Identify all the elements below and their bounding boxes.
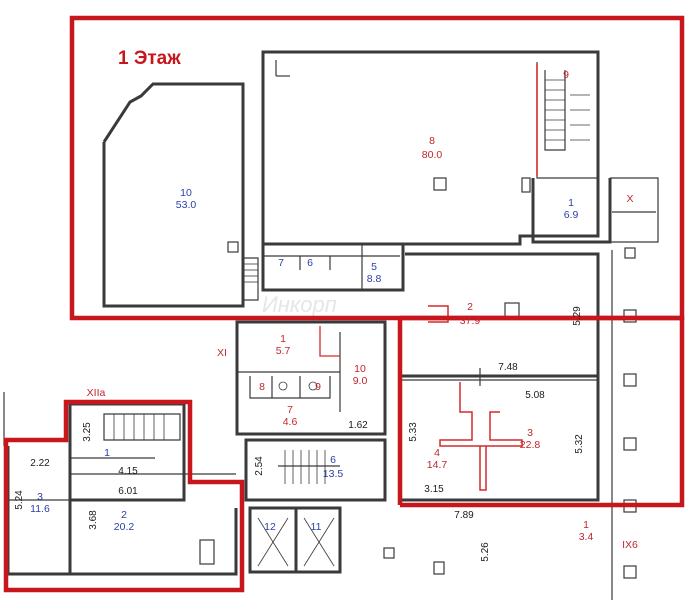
room-3-area: 22.8: [520, 439, 541, 451]
room-2c-number: 2: [121, 509, 127, 521]
dim-2-22: 2.22: [30, 458, 50, 469]
room-7b-area: 4.6: [283, 416, 298, 428]
dim-5-24: 5.24: [14, 490, 25, 510]
room-6-number: 6: [307, 257, 313, 269]
room-9-number: 9: [563, 69, 569, 81]
room-1d-area: 3.4: [579, 531, 594, 543]
room-1c-number: 1: [104, 447, 110, 459]
markers: X XI XIIа IX6: [87, 193, 638, 551]
dimension-labels: 5.29 7.48 5.08 5.33 5.32 3.15 1.62 2.54 …: [14, 306, 585, 562]
room-7b-number: 7: [287, 404, 293, 416]
dim-5-26: 5.26: [480, 542, 491, 562]
stair-9-treads: [545, 79, 590, 141]
floor-title: 1 Этаж: [118, 48, 181, 69]
walls-middle-block: [235, 320, 445, 575]
dim-6-01: 6.01: [118, 486, 138, 497]
dim-3-15: 3.15: [424, 484, 444, 495]
room-labels: 10 53.0 8 80.0 9 1 6.9 7 6 5 8.8 2 37.9 …: [30, 69, 593, 543]
dim-3-25: 3.25: [82, 422, 93, 442]
room-8b-number: 8: [259, 381, 265, 393]
room-1-area: 6.9: [564, 209, 579, 221]
room-7-number: 7: [278, 257, 284, 269]
room-2-area: 37.9: [460, 315, 481, 327]
room-12-number: 12: [264, 521, 276, 533]
dim-5-33: 5.33: [408, 422, 419, 442]
marker-ix6: IX6: [622, 539, 638, 551]
room-1-number: 1: [568, 197, 574, 209]
zone-lower-left: [3, 399, 245, 593]
watermark: Инкорп: [262, 292, 337, 317]
dim-5-32: 5.32: [574, 434, 585, 454]
walls-upper-block: [102, 50, 659, 308]
marker-xiia: XIIа: [87, 387, 106, 399]
room-1b-number: 1: [280, 333, 286, 345]
marker-xi: XI: [217, 347, 227, 359]
dim-1-62: 1.62: [348, 420, 368, 431]
room-11-number: 11: [311, 521, 322, 533]
room-5-number: 5: [371, 261, 377, 273]
room-3c-area: 11.6: [30, 503, 50, 515]
room-6b-number: 6: [330, 454, 336, 466]
zone-borders: [3, 15, 685, 593]
room-3c-number: 3: [37, 491, 43, 503]
dim-7-89: 7.89: [454, 510, 474, 521]
room-10-number: 10: [180, 187, 192, 199]
room-10b-number: 10: [354, 363, 366, 375]
room-2c-area: 20.2: [114, 521, 135, 533]
room-3-number: 3: [527, 427, 533, 439]
room-6b-area: 13.5: [323, 468, 344, 480]
dim-5-08: 5.08: [525, 390, 545, 401]
walls-lower-right-block: [398, 250, 637, 600]
room-8-number: 8: [429, 135, 435, 147]
room-8-area: 80.0: [422, 149, 443, 161]
room-2-number: 2: [467, 301, 473, 313]
room-4-number: 4: [434, 447, 440, 459]
dim-2-54: 2.54: [254, 456, 265, 476]
room-10b-area: 9.0: [353, 375, 368, 387]
room-1d-number: 1: [583, 519, 589, 531]
dim-3-68: 3.68: [88, 510, 99, 530]
zone-right: [400, 315, 685, 508]
stair-left-treads: [113, 414, 165, 440]
room-5-area: 8.8: [367, 273, 382, 285]
room-9b-number: 9: [315, 381, 321, 393]
dim-7-48: 7.48: [498, 362, 518, 373]
marker-x: X: [626, 193, 633, 205]
dim-5-29: 5.29: [572, 306, 583, 326]
stair-6-treads: [278, 450, 340, 484]
room-4-area: 14.7: [427, 459, 448, 471]
dim-4-15: 4.15: [118, 466, 138, 477]
stair-small-treads: [243, 263, 258, 283]
room-1b-area: 5.7: [276, 345, 291, 357]
room-10-area: 53.0: [176, 199, 197, 211]
